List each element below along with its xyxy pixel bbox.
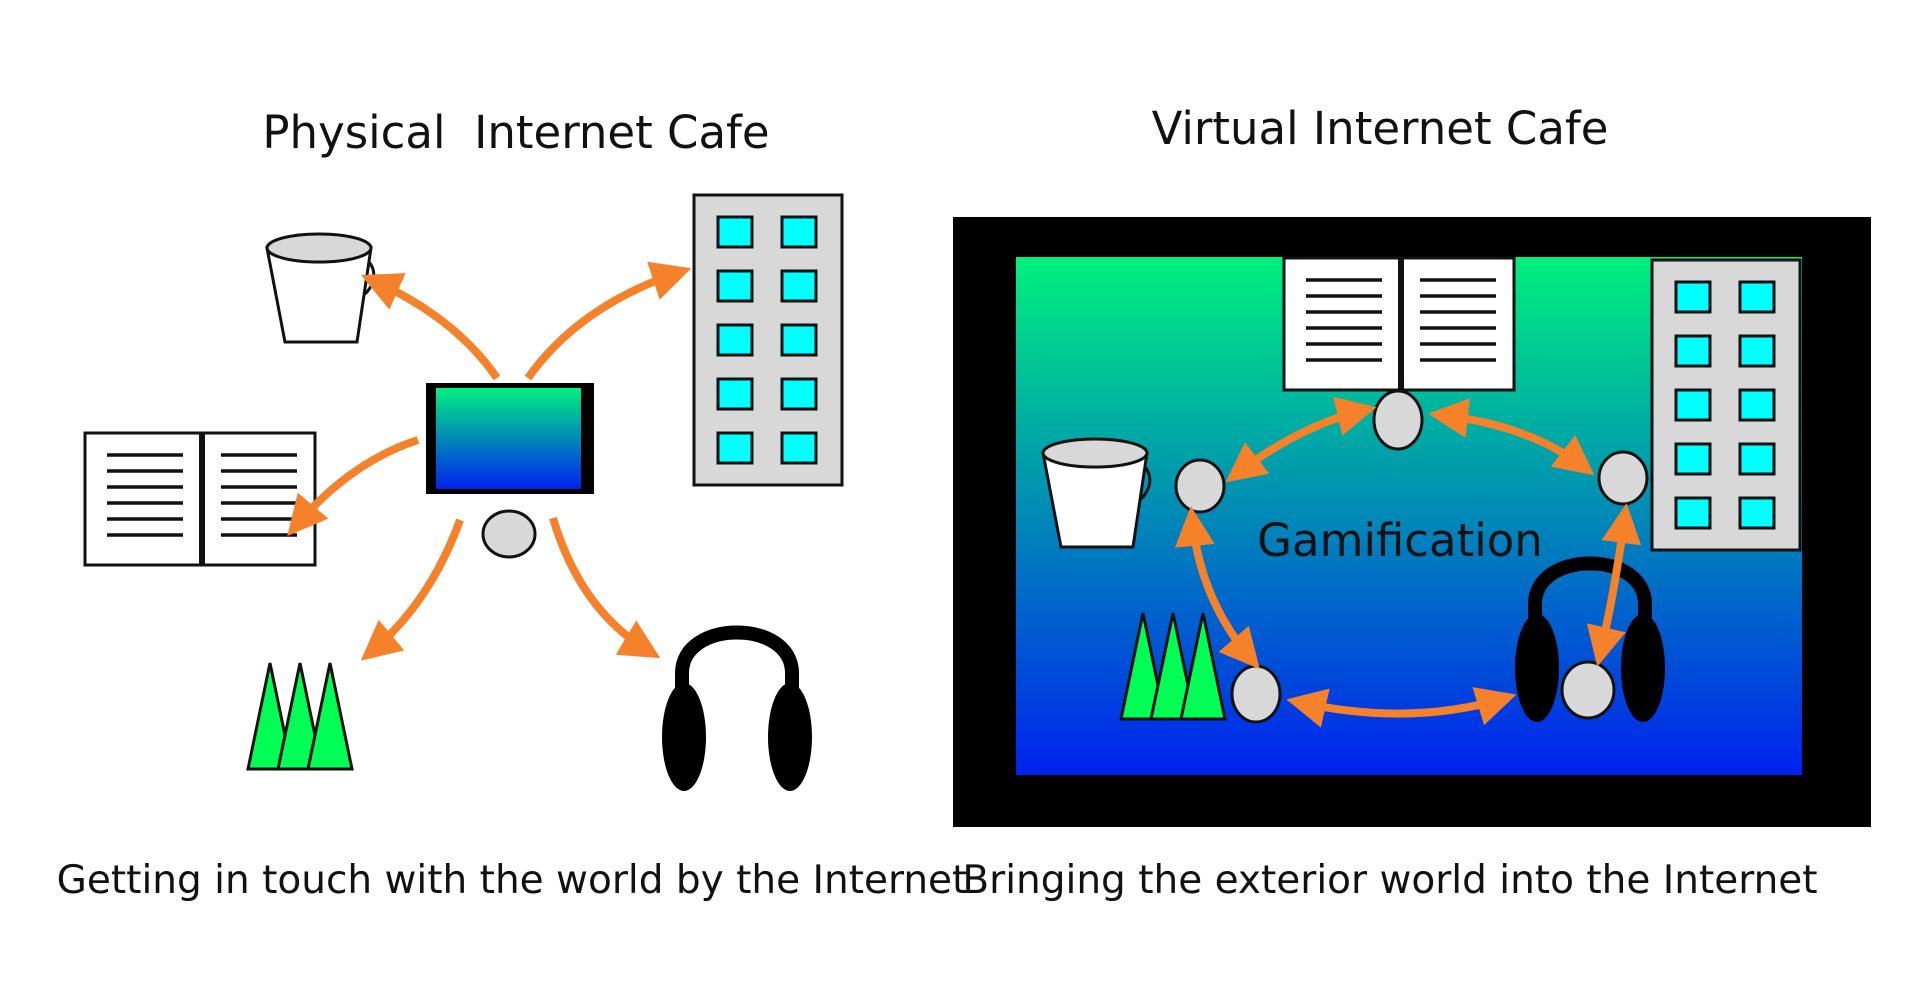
gamification-label: Gamification [1257, 514, 1543, 567]
arrow-cup-trees [1174, 506, 1260, 670]
arrow-to-cup [361, 273, 501, 381]
virtual-cup-icon [1041, 437, 1152, 549]
arrow-trees-headphones [1286, 687, 1517, 728]
outgoing-arrows [287, 261, 692, 661]
arrow-cup-book [1225, 396, 1377, 483]
cup-icon [265, 232, 376, 344]
headphones-icon [662, 633, 812, 792]
arrow-to-building [524, 261, 692, 381]
book-icon [83, 431, 317, 567]
monitor-icon [426, 383, 594, 494]
arrow-to-trees [360, 518, 464, 661]
arrow-building-headphones [1586, 503, 1642, 667]
left-panel-caption: Getting in touch with the world by the I… [57, 858, 968, 903]
building-icon [692, 193, 844, 487]
avatar-building [1597, 450, 1649, 506]
avatar-trees [1230, 664, 1282, 724]
cycle-arrows [1174, 396, 1642, 728]
trees-icon [246, 661, 354, 771]
person-icon [481, 509, 537, 559]
left-panel-title: Physical Internet Cafe [262, 106, 769, 159]
avatar-cup [1174, 458, 1226, 514]
virtual-book-icon [1282, 256, 1516, 392]
virtual-building-icon [1650, 258, 1802, 552]
arrow-to-headphones [549, 516, 661, 659]
avatar-headphones [1560, 660, 1616, 720]
right-panel-title: Virtual Internet Cafe [1152, 102, 1609, 155]
arrow-book-building [1428, 398, 1595, 476]
right-panel-caption: Bringing the exterior world into the Int… [962, 858, 1817, 903]
arrow-to-book [287, 436, 420, 537]
avatar-book [1372, 389, 1424, 451]
